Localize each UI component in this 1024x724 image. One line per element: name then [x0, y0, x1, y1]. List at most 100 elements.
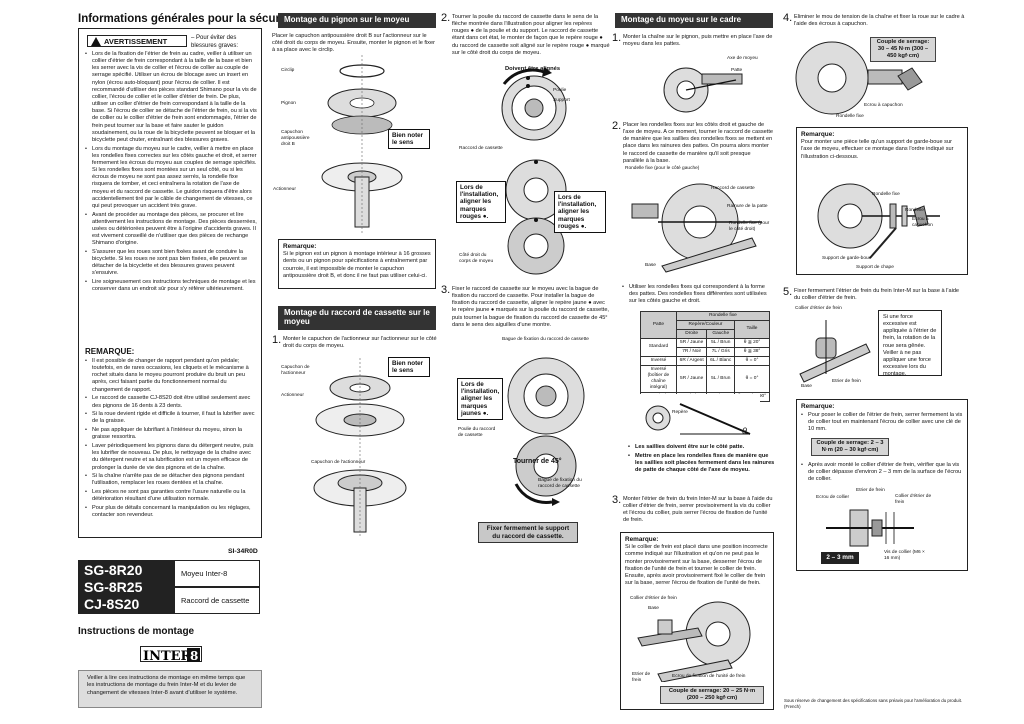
- table-cell: θ ≦ 20°: [734, 337, 770, 348]
- table-cell: 5R / Jaune: [675, 364, 708, 393]
- step-number: 5.: [783, 286, 793, 298]
- label-actuator-cap-2: Capuchon de l'actionneur: [311, 460, 366, 465]
- label-circlip: Circlip: [281, 68, 295, 73]
- label-rondelle: Rondelle: [905, 208, 924, 213]
- model-desc-cassette: Raccord de cassette: [174, 587, 260, 614]
- turn-label: Tourner de 45°: [513, 458, 562, 465]
- label-caliper-collar: Collier d'étrier de frein: [895, 494, 932, 505]
- step-number: 2.: [441, 12, 451, 24]
- theta-label: θ: [742, 426, 747, 436]
- label-cap-nut-2: Ecrou à capuchon: [912, 217, 933, 228]
- table-cell: θ ≦ 38°: [734, 346, 770, 357]
- doc-code: SI-34R0D: [228, 548, 258, 555]
- repere-illustration: [645, 403, 751, 435]
- table-header: Droite: [675, 328, 708, 339]
- frame-step4: Eliminer le mou de tension de la chaîne …: [794, 14, 965, 28]
- model-name: SG-8R25: [84, 579, 143, 595]
- remark-text: Si le pignon est un pignon à montage int…: [283, 251, 431, 279]
- label-base-2: Base: [648, 606, 659, 611]
- list-item: Si la chaîne n'arrête pas de se détacher…: [85, 473, 257, 487]
- install-title: Instructions de montage: [78, 626, 195, 637]
- label-axle: Axe de moyeu: [727, 56, 758, 61]
- table-row: 7R / Noir 7L / Gris θ ≦ 38°: [641, 346, 770, 357]
- safety-title: Informations générales pour la sécurité: [78, 13, 294, 25]
- label-pignon: Pignon: [281, 101, 296, 106]
- callout-direction: Bien noter le sens: [388, 129, 430, 150]
- label-actuator: Actionneur: [281, 393, 304, 398]
- table-cell: 5R / Jaune: [675, 337, 708, 348]
- label-cassette-joint-2: Raccord de cassette: [711, 186, 755, 191]
- callout-yellow-marks: Lors de l'installation, aligner les marq…: [457, 378, 503, 421]
- label-groove: Rainure de la patte: [727, 204, 768, 209]
- collar-remark-list-2: Après avoir monté le collier d'étrier de…: [801, 462, 965, 485]
- dimension-label: 2 – 3 mm: [821, 552, 859, 564]
- actuator-illustration: [313, 358, 407, 538]
- remark-text: Si le collier de frein est placé dans un…: [625, 544, 768, 586]
- table-cell: 5L / Brun: [706, 337, 736, 348]
- step-number: 2.: [612, 120, 622, 132]
- label-collar-bolt: Vis de collier (M6 × 16 mm): [884, 550, 925, 561]
- models-list: SG-8R20 SG-8R25 CJ-8S20: [78, 560, 174, 614]
- label-caliper-2: Etrier de frein: [832, 379, 861, 384]
- label-cap-nut: Ecrou à capuchon: [864, 103, 903, 108]
- label-fender-support: Support de garde-boue: [822, 256, 872, 261]
- table-row: Inversé 6R / Argent 6L / Blanc θ = 0°: [640, 355, 770, 366]
- table-cell: 7L / Gris: [706, 346, 736, 357]
- label-caliper-3: Etrier de frein: [856, 488, 885, 493]
- pulley-figure: [484, 64, 594, 146]
- label-unit-nut: Ecrou de fixation de l'unité de frein: [672, 674, 746, 679]
- table-row: Standard 5R / Jaune 5L / Brun θ ≦ 20°: [640, 337, 770, 357]
- force-warning-box: Si une force excessive est appliquée à l…: [878, 310, 942, 377]
- label-brake-collar: Collier d'étrier de frein: [630, 596, 677, 601]
- remark-heading: Remarque:: [283, 243, 317, 250]
- callout-direction-2: Bien noter le sens: [388, 357, 430, 378]
- pignon-intro: Placer le capuchon antipoussière droit B…: [272, 33, 435, 54]
- list-item: Avant de procéder au montage des pièces,…: [85, 212, 257, 248]
- table-cell: Standard: [640, 337, 677, 357]
- frame-step1: Monter la chaîne sur le pignon, puis met…: [623, 34, 773, 48]
- warning-badge: AVERTISSEMENT: [87, 35, 187, 47]
- footer-note: Veiller à lire ces instructions de monta…: [78, 670, 262, 708]
- label-support: Support: [553, 98, 570, 103]
- list-item: Après avoir monté le collier d'étrier de…: [801, 462, 965, 483]
- table-header: Taille: [734, 319, 770, 339]
- list-item: Ne pas appliquer de lubrifiant à l'intér…: [85, 427, 257, 441]
- table-cell: 6L / Blanc: [706, 355, 736, 366]
- list-item: Pour plus de détails concernant la manip…: [85, 505, 257, 519]
- list-item: Lire soigneusement ces instructions tech…: [85, 279, 257, 293]
- pignon-remark: Remarque: Si le pignon est un pignon à m…: [278, 239, 436, 289]
- label-chape-support: Support de chape: [856, 265, 894, 270]
- table-header: Gauche: [706, 328, 736, 339]
- list-item: Mettre en place les rondelles fixes de m…: [628, 453, 776, 474]
- step1-text: Monter le capuchon de l'actionneur sur l…: [283, 336, 437, 350]
- label-fixing-ring-2: Bague de fixation du raccord de cassette: [538, 478, 582, 489]
- table-header: Rondelle fixe: [675, 311, 771, 321]
- washer-figure: [622, 174, 772, 274]
- brake-figure: [628, 598, 768, 682]
- callout-red-marks-2: Lors de l'installation, aligner les marq…: [554, 191, 606, 234]
- list-item: Le raccord de cassette CJ-8S20 doit être…: [85, 395, 257, 409]
- model-name: SG-8R20: [84, 562, 143, 578]
- models-block: SG-8R20 SG-8R25 CJ-8S20 Moyeu Inter-8 Ra…: [78, 560, 260, 614]
- label-fixing-ring: Bague de fixation du raccord de cassette: [502, 337, 589, 342]
- callout-red-marks: Lors de l'installation, aligner les marq…: [456, 181, 506, 224]
- washer-illustration: [631, 183, 762, 273]
- step-number: 3.: [441, 284, 451, 296]
- step-number: 1.: [612, 32, 622, 44]
- safety-box: AVERTISSEMENT – Pour éviter des blessure…: [78, 28, 262, 538]
- frame-step3: Monter l'étrier de frein du frein Inter-…: [623, 496, 773, 524]
- torque-collar: Couple de serrage: 2 – 3 N·m (20 – 30 kg…: [811, 438, 889, 456]
- caliper-figure: [796, 314, 876, 386]
- label-base: Base: [645, 263, 656, 268]
- fixing-ring-illustration: [507, 357, 585, 506]
- label-washer-left: Rondelle fixe (pour le côté gauche): [625, 166, 700, 171]
- label-pulley-joint: Poulie du raccord de cassette: [458, 427, 496, 438]
- warning-tail: – Pour éviter des blessures graves:: [191, 35, 239, 49]
- torque-cap-nut: Couple de serrage: 30 – 45 N·m (300 – 45…: [870, 37, 936, 62]
- axle-figure: [650, 52, 750, 116]
- label-actuator-cap: Capuchon de l'actionneur: [281, 365, 310, 376]
- label-brake-collar-2: Collier d'étrier de frein: [795, 306, 842, 311]
- label-washer: Rondelle fixe: [836, 114, 864, 119]
- table-header: Patte: [640, 311, 677, 339]
- table-cell: 6R / Argent: [675, 355, 708, 366]
